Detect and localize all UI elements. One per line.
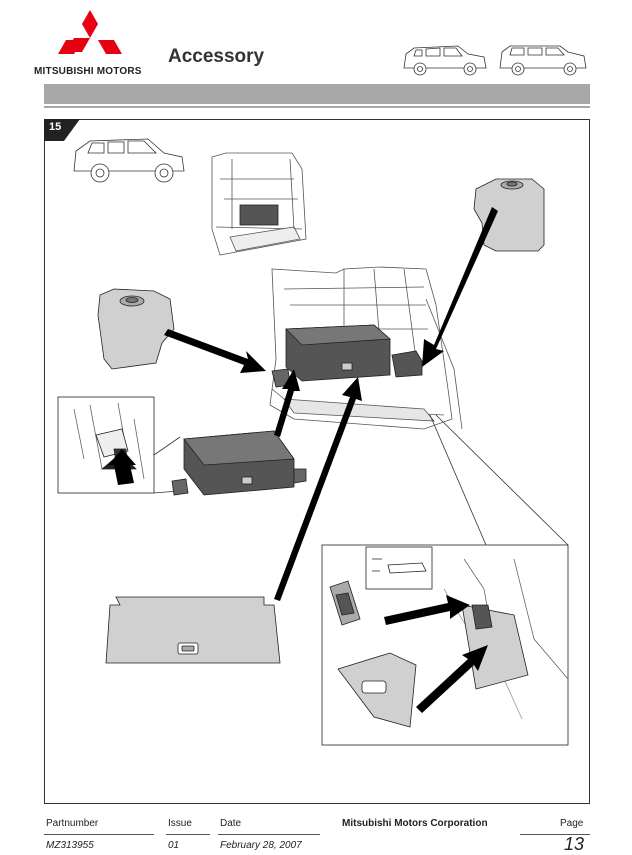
page-label: Page [560,818,584,829]
partnumber-label: Partnumber [46,818,99,829]
brand-wordmark: MITSUBISHI MOTORS [34,66,142,77]
footer: Partnumber Issue Date Mitsubishi Motors … [44,808,590,854]
footer-rule [166,834,210,835]
date-label: Date [220,818,242,829]
step-number: 15 [49,121,62,133]
step-badge [44,119,80,141]
cargo-overview-drawing [211,152,307,256]
company-name: Mitsubishi Motors Corporation [342,818,488,829]
date-value: February 28, 2007 [220,840,302,851]
partnumber-value: MZ313955 [46,840,94,851]
side-cover-left [97,288,175,370]
footer-rule [44,834,154,835]
side-cover-right [473,178,545,252]
issue-label: Issue [168,818,192,829]
instruction-frame [44,119,590,804]
floor-panel [105,596,281,664]
vehicle-thumbnails [403,45,587,76]
latch-detail-inset [57,396,155,494]
storage-box-separate [171,430,307,496]
header-rule [44,106,590,108]
page-number: 13 [564,834,585,854]
mitsubishi-logo [58,10,122,54]
vehicle-side-icon [73,138,185,183]
footer-rule [520,834,590,835]
footer-rule [218,834,320,835]
header-band [44,84,590,104]
installation-illustration [57,138,569,746]
bracket-detail-inset [321,544,569,746]
page-title: Accessory [168,46,265,67]
storage-box-installed [271,324,423,388]
issue-value: 01 [168,840,180,851]
